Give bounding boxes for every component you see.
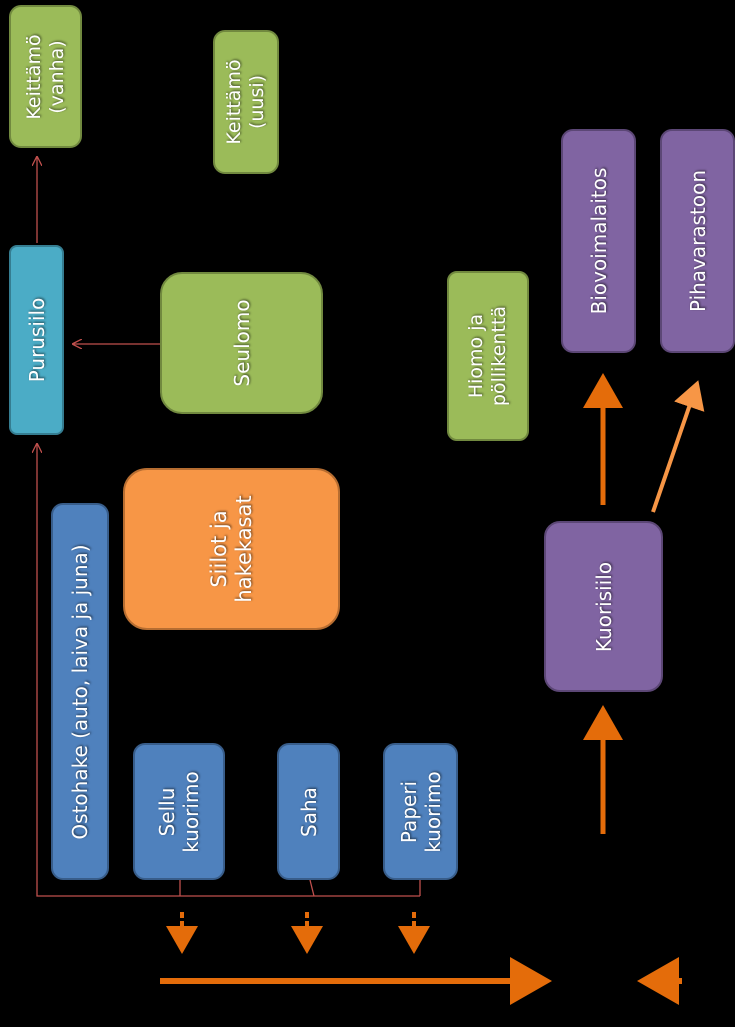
- collector-line-to-purusiilo: [37, 444, 420, 897]
- node-label: Hiomo ja pöllikenttä: [465, 305, 510, 407]
- node-label: Keittämö (vanha): [22, 33, 68, 120]
- node-label: Paperi kuorimo: [396, 770, 445, 853]
- node-saha: Saha: [277, 743, 340, 880]
- node-label: Sellu kuorimo: [155, 770, 203, 853]
- node-keittamo-vanha: Keittämö (vanha): [9, 5, 82, 148]
- node-ostohake: Ostohake (auto, laiva ja juna): [51, 503, 109, 880]
- node-kuorisiilo: Kuorisiilo: [544, 521, 663, 692]
- node-paperi-kuorimo: Paperi kuorimo: [383, 743, 458, 880]
- node-label: Ostohake (auto, laiva ja juna): [68, 543, 92, 840]
- node-seulomo: Seulomo: [160, 272, 323, 414]
- node-label: Pihavarastoon: [685, 169, 710, 313]
- node-purusiilo: Purusiilo: [9, 245, 64, 435]
- node-label: Siilot ja hakekasat: [206, 495, 256, 603]
- node-label: Saha: [296, 786, 321, 837]
- node-label: Keittämö (uusi): [223, 59, 268, 145]
- node-label: Seulomo: [229, 299, 254, 387]
- node-sellu-kuorimo: Sellu kuorimo: [133, 743, 225, 880]
- node-siilot: Siilot ja hakekasat: [123, 468, 340, 630]
- connector-saha: [309, 879, 315, 897]
- node-biovoimalaitos: Biovoimalaitos: [561, 129, 636, 353]
- node-label: Purusiilo: [24, 297, 49, 383]
- node-label: Kuorisiilo: [591, 561, 616, 652]
- node-label: Biovoimalaitos: [586, 167, 611, 315]
- node-hiomo: Hiomo ja pöllikenttä: [447, 271, 529, 441]
- node-pihavarastoon: Pihavarastoon: [660, 129, 735, 353]
- arrow-kuorisiilo-to-pihavarastoon: [651, 380, 705, 513]
- node-keittamo-uusi: Keittämö (uusi): [213, 30, 279, 174]
